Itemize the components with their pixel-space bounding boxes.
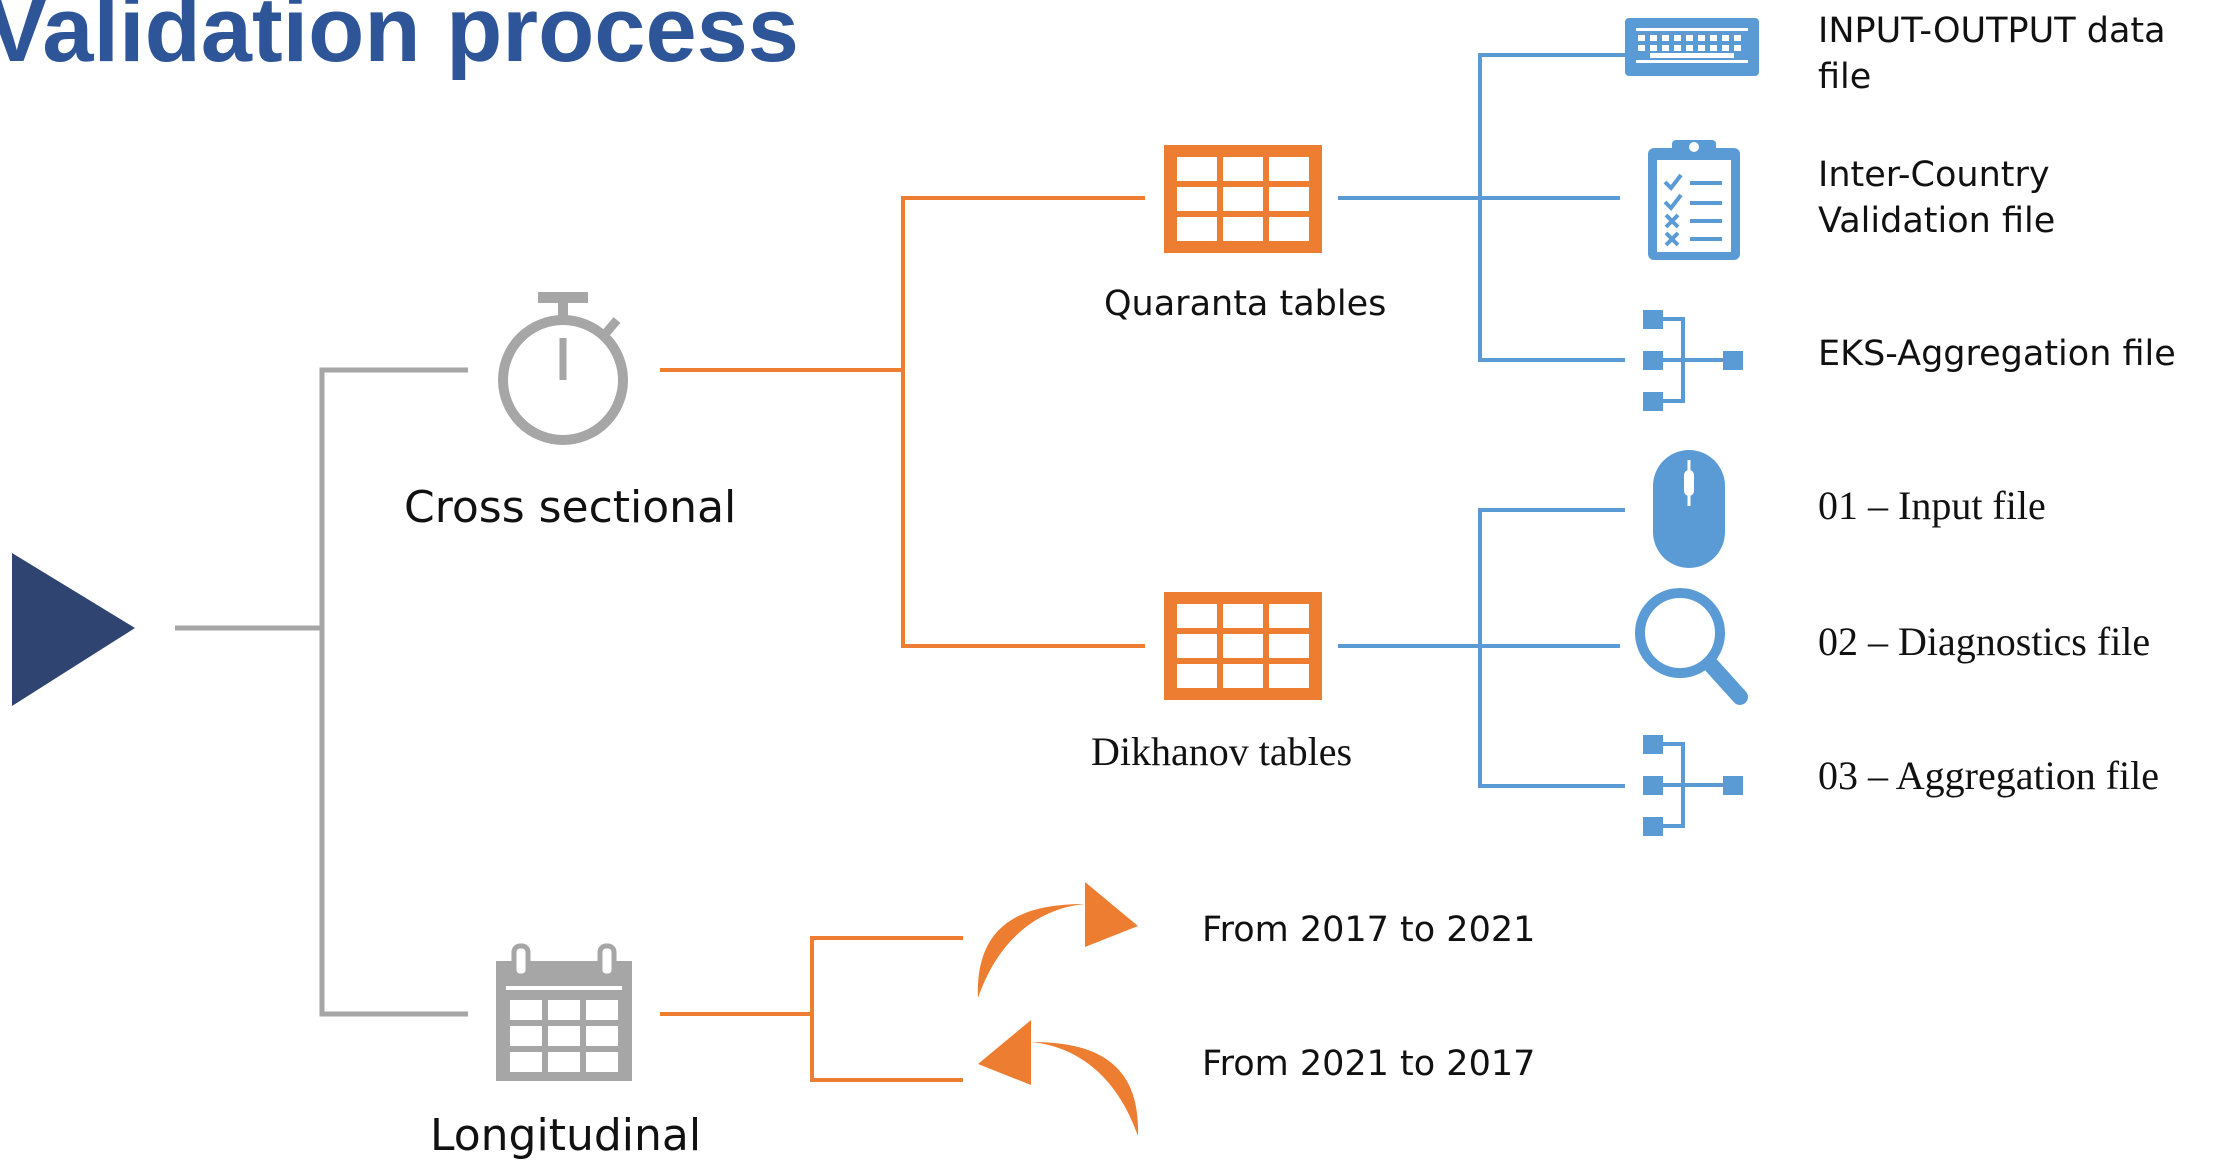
input-file-label: 01 – Input file	[1818, 483, 2046, 528]
gray-connectors	[175, 367, 468, 1017]
blue-connectors	[1338, 53, 1625, 788]
dikhanov-tables-label: Dikhanov tables	[1091, 729, 1353, 774]
calendar-icon	[496, 943, 632, 1081]
quaranta-tables-label: Quaranta tables	[1104, 284, 1387, 324]
curved-arrow-right-icon	[977, 882, 1138, 998]
eks-aggregation-file-label: EKS-Aggregation file	[1818, 334, 2176, 374]
cross-sectional-label: Cross sectional	[404, 482, 737, 533]
page-title: Validation process	[0, 0, 799, 81]
aggregation-file-label: 03 – Aggregation file	[1818, 753, 2160, 798]
orange-connectors	[660, 196, 1145, 1082]
magnifier-icon	[1635, 588, 1748, 705]
longitudinal-label: Longitudinal	[430, 1110, 702, 1161]
dikhanov-table-icon	[1164, 592, 1322, 700]
stopwatch-icon	[498, 292, 628, 445]
start-triangle-icon	[12, 553, 135, 706]
mouse-icon	[1653, 450, 1725, 568]
from-2021-to-2017-label: From 2021 to 2017	[1202, 1044, 1536, 1084]
clipboard-checklist-icon	[1648, 140, 1740, 260]
quaranta-table-icon	[1164, 145, 1322, 253]
hierarchy-icon	[1643, 310, 1743, 411]
hierarchy-icon	[1643, 735, 1743, 836]
inter-country-validation-file-label: Inter-Country Validation file	[1818, 155, 2056, 241]
curved-arrow-left-icon	[978, 1020, 1139, 1136]
input-output-file-label: INPUT-OUTPUT data file	[1818, 11, 2166, 97]
from-2017-to-2021-label: From 2017 to 2021	[1202, 910, 1536, 950]
keyboard-icon	[1625, 18, 1759, 76]
diagnostics-file-label: 02 – Diagnostics file	[1818, 619, 2151, 664]
